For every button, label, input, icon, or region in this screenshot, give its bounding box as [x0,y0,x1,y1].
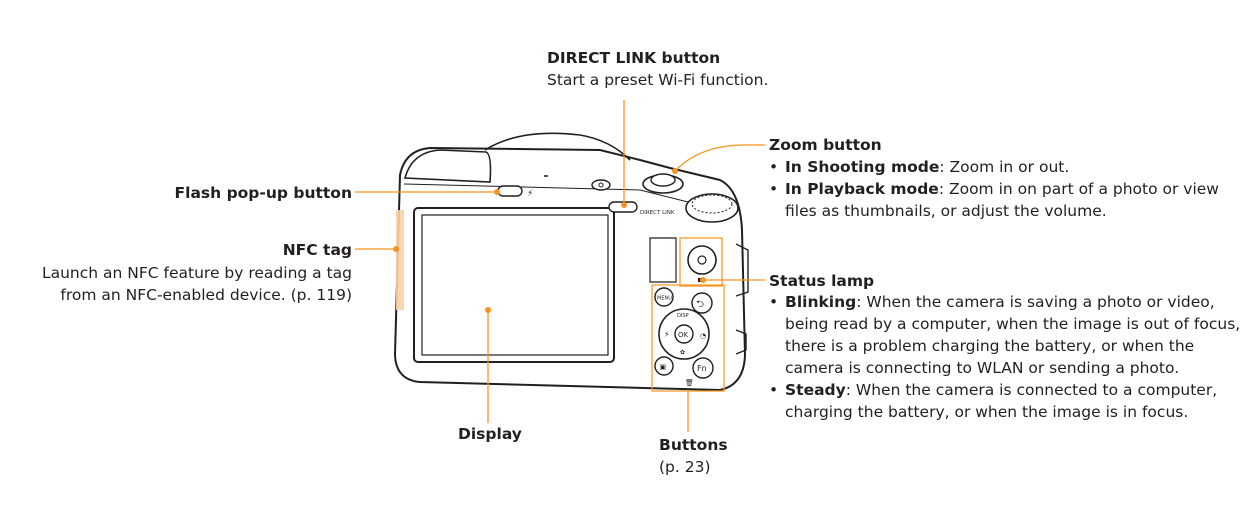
svg-text:⚡: ⚡ [527,189,533,199]
zoom-title: Zoom button [769,136,882,154]
buttons-desc: (p. 23) [659,458,711,476]
nfc-tag [396,210,404,310]
upper-button-group [679,237,723,287]
menu-label: MENU [657,296,672,302]
svg-text:◔: ◔ [700,332,706,340]
direct-link-title: DIRECT LINK button [547,49,721,67]
svg-text:🗑: 🗑 [685,378,694,387]
zoom-item-playback: In Playback mode: Zoom in on part of a p… [769,178,1219,222]
fn-button [692,357,714,379]
record-button [687,245,717,275]
status-item-blinking: Blinking: When the camera is saving a ph… [769,291,1240,379]
display-title: Display [458,425,522,443]
zoom-item-shooting: In Shooting mode: Zoom in or out. [769,156,1219,178]
disp-label: DISP [677,313,689,319]
lens-barrel [484,132,631,161]
flash-title: Flash pop-up button [174,184,352,202]
flash-housing [403,149,492,183]
mode-dial [685,193,739,223]
menu-button [654,287,674,307]
back-button [691,292,713,314]
status-item-steady: Steady: When the camera is connected to … [769,379,1240,423]
direct-link-desc: Start a preset Wi-Fi function. [547,71,769,89]
status-lamp-title: Status lamp [769,272,875,290]
display-screen [421,214,609,356]
zoom-list: In Shooting mode: Zoom in or out. In Pla… [769,156,1219,222]
svg-text:⚡: ⚡ [664,330,670,339]
ok-button [674,324,694,344]
flash-popup-button [497,185,523,197]
nfc-desc-1: Launch an NFC feature by reading a tag [41,264,352,282]
svg-text:⮌: ⮌ [696,299,704,310]
fn-label: Fn [697,364,707,373]
shutter-button [650,173,676,187]
top-round-button [591,179,611,191]
nfc-desc-2: from an NFC-enabled device. (p. 119) [60,286,352,304]
direct-link-small-label: DIRECT LINK [640,210,675,216]
svg-text:✿: ✿ [680,349,685,356]
status-lamp-list: Blinking: When the camera is saving a ph… [769,291,1240,423]
buttons-title: Buttons [659,436,728,454]
playback-button [654,356,674,376]
svg-text:▣: ▣ [660,363,667,371]
nfc-title: NFC tag [282,241,352,259]
ok-label: OK [678,331,689,339]
